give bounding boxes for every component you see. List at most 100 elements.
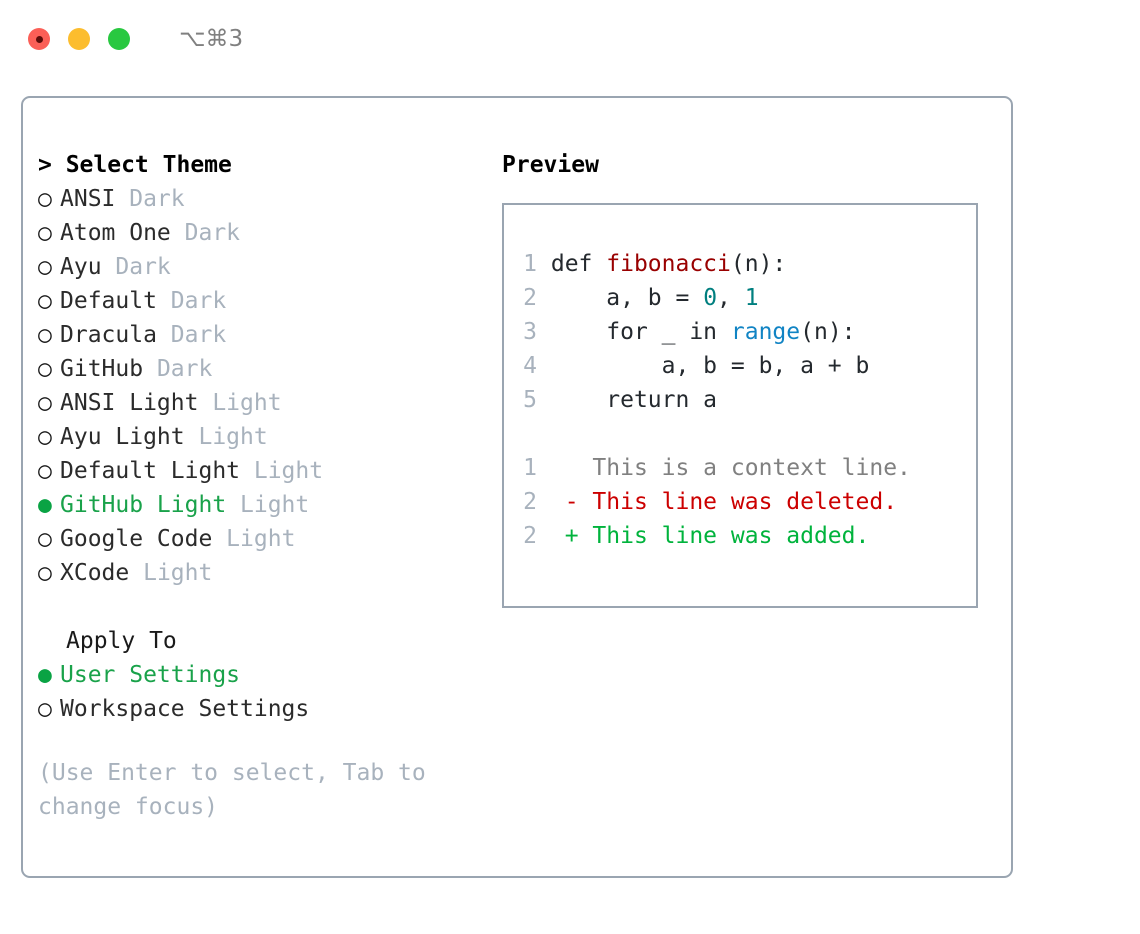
theme-name: Google Code bbox=[60, 526, 213, 552]
close-button[interactable] bbox=[28, 28, 50, 50]
code-token-plain: (n): bbox=[730, 251, 787, 277]
theme-name: Atom One bbox=[60, 220, 171, 246]
apply-to-options[interactable]: ●User Settings ○ Workspace Settings bbox=[38, 658, 478, 726]
diff-line-deleted: 2 - This line was deleted. bbox=[514, 485, 972, 519]
line-number: 3 bbox=[523, 319, 537, 345]
code-line: 2 a, b = 0, 1 bbox=[514, 281, 972, 315]
diff-marker: + bbox=[564, 523, 593, 549]
theme-list-item[interactable]: ○ XCode Light bbox=[38, 556, 478, 590]
line-number: 1 bbox=[523, 251, 537, 277]
line-number: 5 bbox=[523, 387, 537, 413]
theme-name: Ayu bbox=[60, 254, 102, 280]
theme-name: Default Light bbox=[60, 458, 241, 484]
radio-unselected-icon: ○ bbox=[38, 458, 52, 484]
theme-list-item[interactable]: ● GitHub Light Light bbox=[38, 488, 478, 522]
code-token-plain: for _ in bbox=[550, 319, 731, 345]
code-token-func: fibonacci bbox=[606, 251, 731, 277]
traffic-lights bbox=[28, 28, 130, 50]
apply-to-label: Workspace Settings bbox=[60, 696, 310, 722]
code-token-num: 1 bbox=[744, 285, 759, 311]
line-number: 4 bbox=[523, 353, 537, 379]
radio-unselected-icon: ○ bbox=[38, 254, 52, 280]
theme-list-item[interactable]: ○ Ayu Dark bbox=[38, 250, 478, 284]
theme-list-item[interactable]: ○Default Dark bbox=[38, 284, 478, 318]
radio-unselected-icon: ○ bbox=[38, 560, 52, 586]
diff-line-context: 1 This is a context line. bbox=[514, 451, 972, 485]
radio-unselected-icon: ○ bbox=[38, 424, 52, 450]
theme-kind-label: Light bbox=[212, 526, 296, 552]
theme-list-item[interactable]: ○ANSI Light Light bbox=[38, 386, 478, 420]
theme-kind-label: Dark bbox=[170, 220, 241, 246]
theme-list-column: > Select Theme ○ANSI Dark○Atom One Dark○… bbox=[38, 148, 478, 824]
code-token-plain: , bbox=[717, 285, 745, 311]
code-token-plain: return a bbox=[550, 387, 718, 413]
theme-list-item[interactable]: ○ Atom One Dark bbox=[38, 216, 478, 250]
radio-selected-icon: ● bbox=[38, 492, 52, 518]
code-line: 5 return a bbox=[514, 383, 972, 417]
theme-name: GitHub bbox=[60, 356, 144, 382]
zoom-button[interactable] bbox=[108, 28, 130, 50]
theme-list-item[interactable]: ○ GitHub Dark bbox=[38, 352, 478, 386]
code-token-plain: def bbox=[550, 251, 607, 277]
theme-selector-panel: > Select Theme ○ANSI Dark○Atom One Dark○… bbox=[21, 96, 1013, 878]
radio-selected-icon: ● bbox=[38, 662, 52, 688]
code-token-num: 0 bbox=[703, 285, 718, 311]
preview-column: Preview 1 def fibonacci(n):2 a, b = 0, 1… bbox=[502, 148, 992, 608]
diff-line-added: 2 + This line was added. bbox=[514, 519, 972, 553]
diff-marker: - bbox=[564, 489, 593, 515]
radio-unselected-icon: ○ bbox=[38, 696, 52, 722]
theme-kind-label: Light bbox=[129, 560, 213, 586]
radio-unselected-icon: ○ bbox=[38, 220, 52, 246]
list-spacer bbox=[38, 590, 478, 624]
apply-to-option[interactable]: ●User Settings bbox=[38, 658, 478, 692]
theme-list-item[interactable]: ○Dracula Dark bbox=[38, 318, 478, 352]
theme-list-header: > Select Theme bbox=[38, 152, 232, 178]
radio-unselected-icon: ○ bbox=[38, 322, 52, 348]
theme-list-item[interactable]: ○ Google Code Light bbox=[38, 522, 478, 556]
theme-kind-label: Light bbox=[184, 424, 268, 450]
code-token-plain: a, b = bbox=[550, 285, 704, 311]
keyboard-shortcut-label: ⌥⌘3 bbox=[179, 26, 244, 52]
code-token-builtin: range bbox=[730, 319, 801, 345]
theme-list-item[interactable]: ○ Ayu Light Light bbox=[38, 420, 478, 454]
diff-marker bbox=[565, 455, 593, 481]
code-diff-gap bbox=[514, 417, 972, 451]
radio-unselected-icon: ○ bbox=[38, 526, 52, 552]
theme-kind-label: Dark bbox=[156, 288, 227, 314]
code-line: 3 for _ in range(n): bbox=[514, 315, 972, 349]
theme-name: Default bbox=[60, 288, 157, 314]
line-number: 1 bbox=[523, 455, 537, 481]
theme-kind-label: Light bbox=[198, 390, 282, 416]
keyboard-hint-text: (Use Enter to select, Tab to change focu… bbox=[38, 760, 440, 820]
code-token-plain: (n): bbox=[800, 319, 856, 345]
theme-kind-label: Light bbox=[240, 458, 324, 484]
theme-name: GitHub Light bbox=[60, 492, 227, 518]
theme-kind-label: Dark bbox=[143, 356, 213, 382]
theme-name: ANSI Light bbox=[60, 390, 199, 416]
code-line: 1 def fibonacci(n): bbox=[514, 247, 972, 281]
theme-name: XCode bbox=[60, 560, 130, 586]
minimize-button[interactable] bbox=[68, 28, 90, 50]
diff-text: This is a context line. bbox=[592, 455, 911, 481]
code-token-plain: a, b = b, a + b bbox=[550, 353, 870, 379]
line-number: 2 bbox=[523, 285, 537, 311]
radio-unselected-icon: ○ bbox=[38, 186, 52, 212]
line-number: 2 bbox=[523, 523, 537, 549]
theme-name: ANSI bbox=[60, 186, 116, 212]
apply-to-option[interactable]: ○ Workspace Settings bbox=[38, 692, 478, 726]
title-bar: ⌥⌘3 bbox=[0, 0, 1140, 78]
radio-unselected-icon: ○ bbox=[38, 356, 52, 382]
theme-list[interactable]: ○ANSI Dark○Atom One Dark○Ayu Dark○Defaul… bbox=[38, 182, 478, 590]
theme-kind-label: Dark bbox=[115, 186, 185, 212]
hint-spacer bbox=[38, 726, 478, 756]
theme-kind-label: Light bbox=[226, 492, 310, 518]
theme-kind-label: Dark bbox=[101, 254, 171, 280]
theme-name: Ayu Light bbox=[60, 424, 185, 450]
theme-list-item[interactable]: ○ Default Light Light bbox=[38, 454, 478, 488]
diff-text: This line was deleted. bbox=[592, 489, 898, 515]
theme-list-item[interactable]: ○ ANSI Dark bbox=[38, 182, 478, 216]
line-number: 2 bbox=[523, 489, 537, 515]
